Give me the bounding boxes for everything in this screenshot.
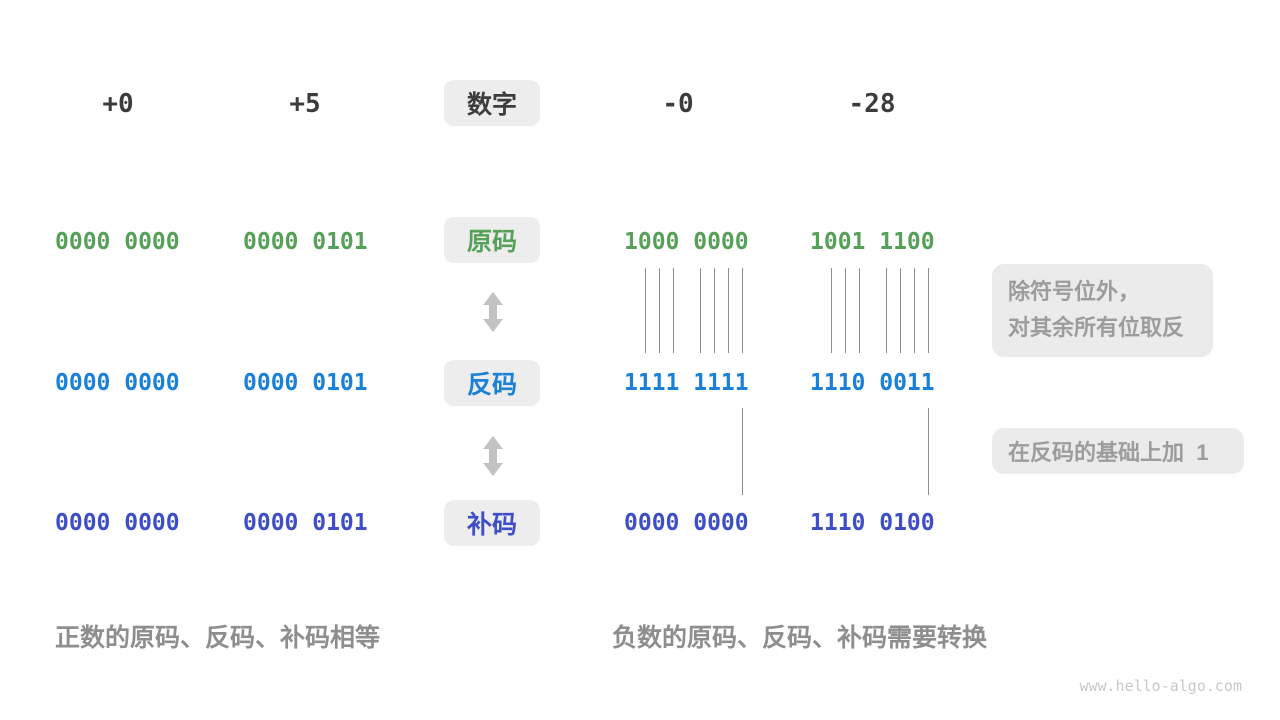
flip-annotation-line1: 除符号位外， <box>1008 279 1141 304</box>
twos-complement-value: 1110 0100 <box>810 510 935 536</box>
sign-magnitude-value: 0000 0000 <box>55 229 180 255</box>
number-label: 数字 <box>466 91 517 119</box>
add-one-line <box>810 408 936 495</box>
twos-complement-value: 0000 0000 <box>55 510 180 536</box>
twos-complement-value: 0000 0000 <box>624 510 749 536</box>
twos-complement-value: 0000 0101 <box>243 510 368 536</box>
twos-complement-label-box: 补码 <box>444 500 540 546</box>
sign-magnitude-value: 0000 0101 <box>243 229 368 255</box>
twos-complement-label: 补码 <box>466 511 517 539</box>
ones-complement-label-box: 反码 <box>444 360 540 406</box>
double-arrow-icon <box>483 436 503 476</box>
negative-numbers-caption: 负数的原码、反码、补码需要转换 <box>612 624 988 652</box>
flip-annotation: 除符号位外， 对其余所有位取反 <box>992 264 1213 357</box>
positive-numbers-caption: 正数的原码、反码、补码相等 <box>55 624 381 652</box>
bit-flip-lines <box>810 268 936 353</box>
ones-complement-value: 0000 0000 <box>55 370 180 396</box>
decimal-value-minus28: -28 <box>848 89 896 119</box>
decimal-value-plus0: +0 <box>102 89 134 119</box>
ones-complement-value: 1111 1111 <box>624 370 749 396</box>
double-arrow-icon <box>483 292 503 332</box>
ones-complement-value: 1110 0011 <box>810 370 935 396</box>
ones-complement-value: 0000 0101 <box>243 370 368 396</box>
decimal-value-minus0: -0 <box>662 89 694 119</box>
flip-annotation-line2: 对其余所有位取反 <box>1008 315 1185 340</box>
ones-complement-label: 反码 <box>466 371 517 399</box>
sign-magnitude-value: 1001 1100 <box>810 229 935 255</box>
bit-flip-lines <box>624 268 750 353</box>
add-one-annotation-text: 在反码的基础上加 1 <box>1008 440 1209 465</box>
watermark: www.hello-algo.com <box>1079 677 1242 695</box>
add-one-line <box>624 408 750 495</box>
decimal-value-plus5: +5 <box>289 89 321 119</box>
number-label-box: 数字 <box>444 80 540 126</box>
add-one-annotation: 在反码的基础上加 1 <box>992 428 1244 474</box>
sign-magnitude-label-box: 原码 <box>444 217 540 263</box>
sign-magnitude-value: 1000 0000 <box>624 229 749 255</box>
sign-magnitude-label: 原码 <box>466 228 517 256</box>
